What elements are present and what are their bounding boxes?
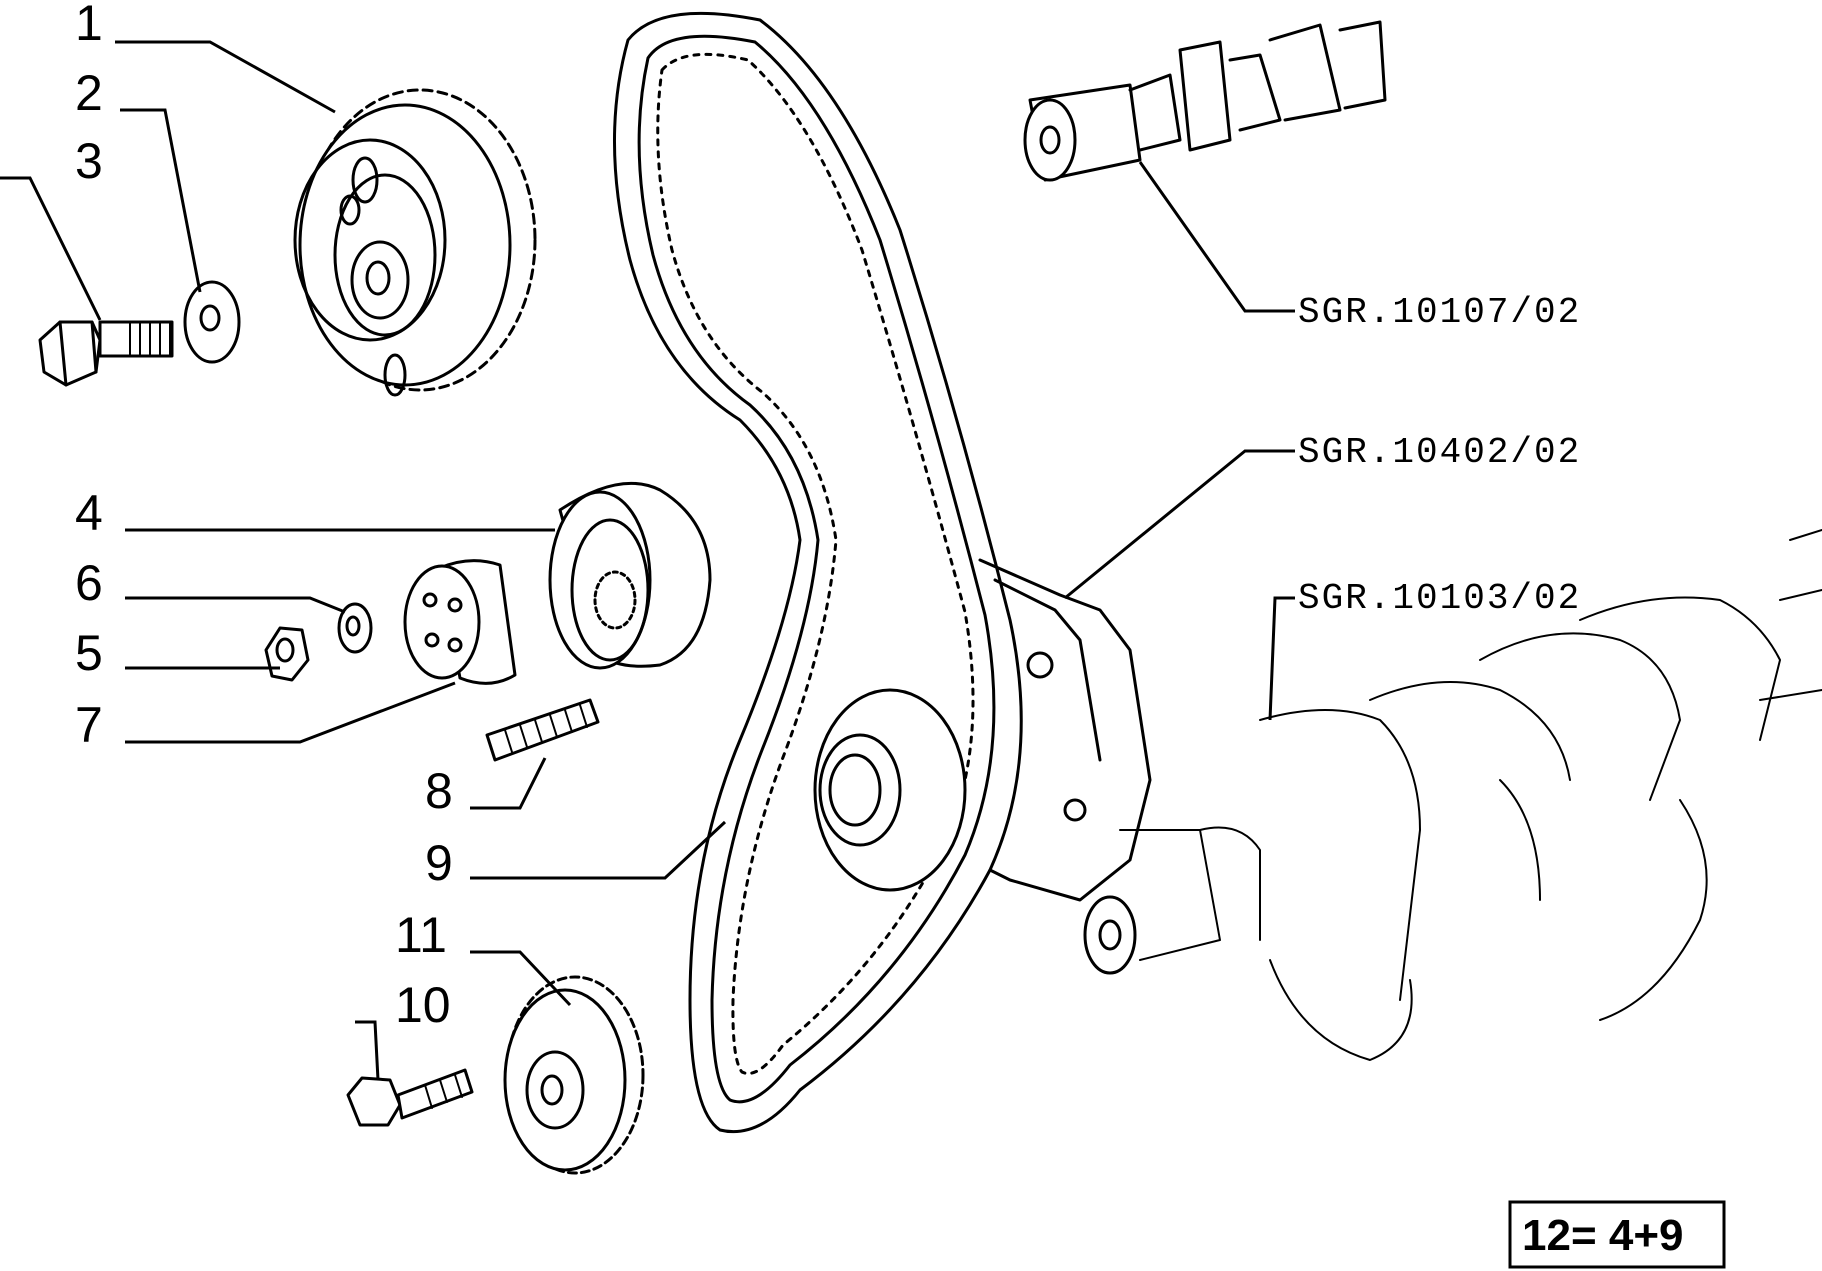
callout-4: 4 — [75, 485, 103, 541]
callout-11: 11 — [395, 907, 447, 963]
callout-10: 10 — [395, 977, 451, 1033]
callout-3: 3 — [75, 133, 103, 189]
reference-camshaft: SGR.10107/02 — [1298, 292, 1581, 333]
spacer-bushing — [403, 559, 517, 685]
callout-7: 7 — [75, 697, 103, 753]
camshaft — [1023, 20, 1387, 182]
oil-pump-housing — [813, 558, 1152, 902]
nut — [264, 626, 310, 682]
callout-8: 8 — [425, 763, 453, 819]
crankshaft — [1083, 529, 1822, 1061]
small-washer — [337, 602, 373, 654]
camshaft-pulley — [293, 88, 537, 397]
callout-9: 9 — [425, 835, 453, 891]
crankshaft-pulley — [503, 975, 645, 1175]
belt-tensioner — [548, 481, 712, 670]
reference-crankshaft: SGR.10103/02 — [1298, 578, 1581, 619]
reference-labels: SGR.10107/02 SGR.10402/02 SGR.10103/02 — [1298, 292, 1581, 619]
washer — [183, 280, 241, 364]
formula-box: 12= 4+9 — [1508, 1200, 1726, 1269]
formula-text: 12= 4+9 — [1522, 1211, 1684, 1260]
callout-numbers: 1 2 3 4 6 5 7 8 9 11 10 — [75, 0, 453, 1033]
stud — [485, 698, 600, 762]
leader-lines — [0, 40, 1295, 1081]
callout-6: 6 — [75, 555, 103, 611]
timing-belt — [613, 11, 1023, 1134]
callout-5: 5 — [75, 625, 103, 681]
reference-oil-pump-housing: SGR.10402/02 — [1298, 432, 1581, 473]
crankshaft-bolt — [346, 1068, 474, 1127]
callout-1: 1 — [75, 0, 103, 51]
callout-2: 2 — [75, 65, 103, 121]
bolt — [38, 320, 174, 387]
